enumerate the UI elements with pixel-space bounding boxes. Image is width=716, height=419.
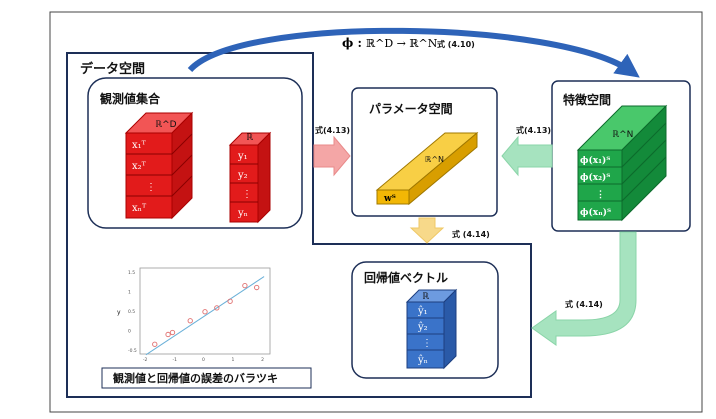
phi-matrix-cube: ℝ^N ϕ(x₁)ᵀ ϕ(x₂)ᵀ ⋮ ϕ(xₙ)ᵀ: [576, 104, 668, 222]
y-tick-label: 1.5: [128, 270, 135, 276]
y-row-1: y₁: [237, 151, 248, 162]
x-row-4: xₙᵀ: [132, 203, 147, 214]
data-point: [242, 282, 248, 289]
phi-row-4: ϕ(xₙ)ᵀ: [580, 207, 611, 218]
phi-mapping-arrow: [187, 27, 640, 78]
plot-caption: 観測値と回帰値の誤差のバラツキ: [113, 371, 278, 385]
plot-caption-box: [101, 367, 312, 389]
y-row-3: ⋮: [242, 189, 252, 200]
yhat-vector-cube: ℝ ŷ₁ ŷ₂ ⋮ ŷₙ: [405, 288, 458, 370]
y-row-2: y₂: [237, 170, 248, 181]
data-space-label: データ空間: [80, 61, 145, 77]
data-point: [165, 331, 171, 338]
yhat-row-4: ŷₙ: [417, 355, 428, 366]
error-scatter-plot: y -2 -1 0 1 2 1.5 1 0.5 0 -0.5: [117, 267, 271, 363]
observed-set-label: 観測値集合: [100, 91, 161, 106]
right-arrow-eq: 式(4.13): [516, 125, 551, 135]
regression-vector-label: 回帰値ベクトル: [364, 270, 448, 285]
x-tick-label: 0: [202, 357, 205, 363]
x-row-3: ⋮: [146, 182, 156, 193]
w-vector-slab: ℝ^N wᵀ: [375, 131, 479, 206]
left-arrow-eq: 式(4.13): [315, 125, 350, 135]
w-label: wᵀ: [383, 194, 396, 204]
param-space-label: パラメータ空間: [369, 101, 453, 116]
x-tick-label: 1: [232, 357, 235, 363]
x-tick-label: -1: [172, 357, 177, 363]
yhat-row-1: ŷ₁: [417, 306, 428, 317]
y-tick-label: -0.5: [128, 348, 137, 354]
y-cube-dim-label: ℝ: [246, 133, 254, 143]
green-arrow-to-param: [501, 135, 553, 177]
yhat-row-2: ŷ₂: [417, 322, 428, 333]
data-space-frame: [66, 52, 532, 398]
phi-cube-dim-label: ℝ^N: [612, 130, 633, 140]
x-cube-dim-label: ℝ^D: [155, 120, 177, 130]
green-curved-arrow: [531, 231, 637, 346]
phi-domain: ℝ^D → ℝ^N: [366, 37, 438, 50]
phi-row-2: ϕ(x₂)ᵀ: [580, 172, 610, 183]
fit-line: [145, 276, 265, 356]
x-matrix-cube: ℝ^D x₁ᵀ x₂ᵀ ⋮ xₙᵀ: [124, 111, 194, 220]
phi-row-3: ⋮: [596, 189, 605, 200]
x-row-1: x₁ᵀ: [132, 140, 147, 151]
x-row-2: x₂ᵀ: [132, 161, 147, 172]
outer-frame: [49, 11, 703, 413]
data-point: [227, 298, 233, 304]
data-point: [202, 309, 208, 315]
x-tick-label: 2: [261, 357, 264, 363]
phi-row-1: ϕ(x₁)ᵀ: [580, 155, 610, 166]
data-point: [169, 329, 176, 336]
pink-arrow-to-param: [313, 135, 351, 177]
data-point: [187, 318, 193, 324]
data-point: [214, 305, 220, 311]
plot-frame: [139, 267, 271, 355]
plot-ylabel: y: [117, 309, 121, 316]
data-point: [254, 284, 260, 291]
phi-symbol: ϕ :: [342, 36, 362, 50]
yhat-cube-dim-label: ℝ: [422, 292, 430, 302]
param-down-eq: 式 (4.14): [452, 229, 490, 239]
feature-space-label: 特徴空間: [563, 92, 611, 107]
data-point: [152, 341, 158, 347]
y-tick-label: 0.5: [128, 309, 135, 315]
phi-eq-ref: 式 (4.10): [437, 39, 475, 49]
y-tick-label: 1: [128, 289, 131, 295]
w-slab-dim-label: ℝ^N: [425, 155, 444, 164]
x-tick-label: -2: [143, 357, 148, 363]
y-row-4: yₙ: [237, 208, 248, 219]
yellow-arrow-down: [409, 217, 445, 244]
y-vector-cube: ℝ y₁ y₂ ⋮ yₙ: [228, 131, 272, 224]
yhat-row-3: ⋮: [422, 338, 432, 349]
feature-down-eq: 式 (4.14): [565, 299, 603, 309]
y-tick-label: 0: [128, 329, 131, 335]
